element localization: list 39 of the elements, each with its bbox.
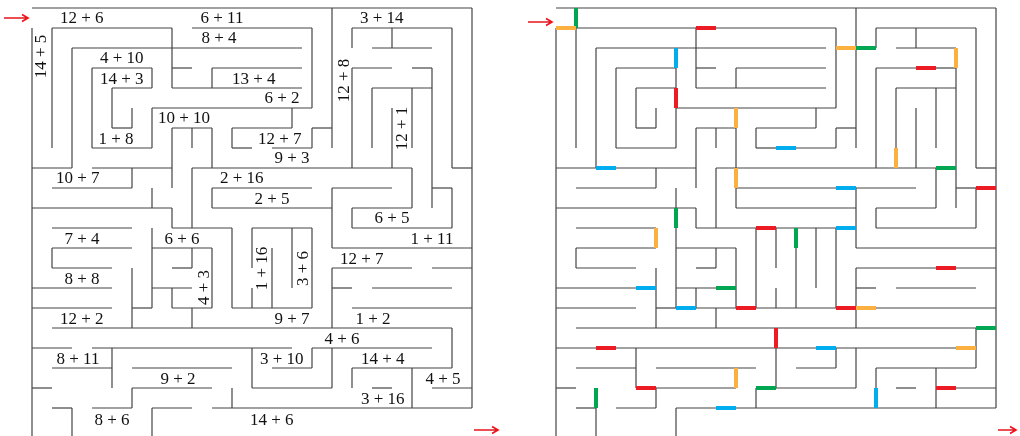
sum-label: 6 + 6 [164, 229, 200, 247]
sum-label: 8 + 8 [64, 269, 100, 287]
sum-label: 9 + 7 [274, 309, 310, 327]
sum-label: 12 + 8 [334, 58, 352, 102]
sum-label: 1 + 16 [253, 246, 271, 290]
sum-label: 14 + 4 [361, 349, 405, 367]
sum-label: 9 + 3 [274, 148, 310, 166]
sum-label: 9 + 2 [160, 369, 196, 387]
sum-label: 4 + 5 [425, 369, 461, 387]
sum-label: 8 + 11 [56, 349, 100, 367]
sum-label: 4 + 3 [194, 269, 212, 305]
sum-label: 2 + 16 [220, 168, 264, 186]
sum-label: 3 + 10 [260, 349, 304, 367]
sum-label: 3 + 6 [293, 250, 311, 286]
sum-label: 1 + 2 [355, 309, 391, 327]
sum-label: 10 + 7 [56, 168, 100, 186]
sum-label: 6 + 2 [264, 88, 300, 106]
sum-label: 12 + 6 [60, 8, 104, 26]
sum-label: 14 + 6 [250, 410, 294, 428]
sum-label: 1 + 8 [98, 129, 134, 147]
sum-label: 12 + 2 [60, 309, 104, 327]
sum-label: 13 + 4 [232, 69, 276, 87]
sum-label: 14 + 3 [100, 69, 144, 87]
sum-label: 7 + 4 [64, 229, 100, 247]
sum-label: 2 + 5 [254, 189, 290, 207]
sum-label: 4 + 10 [100, 48, 144, 66]
sum-label: 4 + 6 [324, 329, 360, 347]
sum-label: 6 + 5 [374, 208, 410, 226]
sum-label: 12 + 1 [393, 106, 411, 150]
sum-label: 12 + 7 [340, 249, 384, 267]
sum-label: 1 + 11 [410, 229, 454, 247]
sum-label: 14 + 5 [32, 34, 50, 78]
sum-label: 3 + 14 [360, 8, 404, 26]
sum-label: 10 + 10 [158, 108, 211, 126]
sum-label: 8 + 6 [94, 410, 130, 428]
sum-label: 3 + 16 [361, 389, 405, 407]
sum-label: 12 + 7 [258, 129, 302, 147]
sum-label: 8 + 4 [201, 28, 237, 46]
sum-label: 6 + 11 [200, 8, 244, 26]
